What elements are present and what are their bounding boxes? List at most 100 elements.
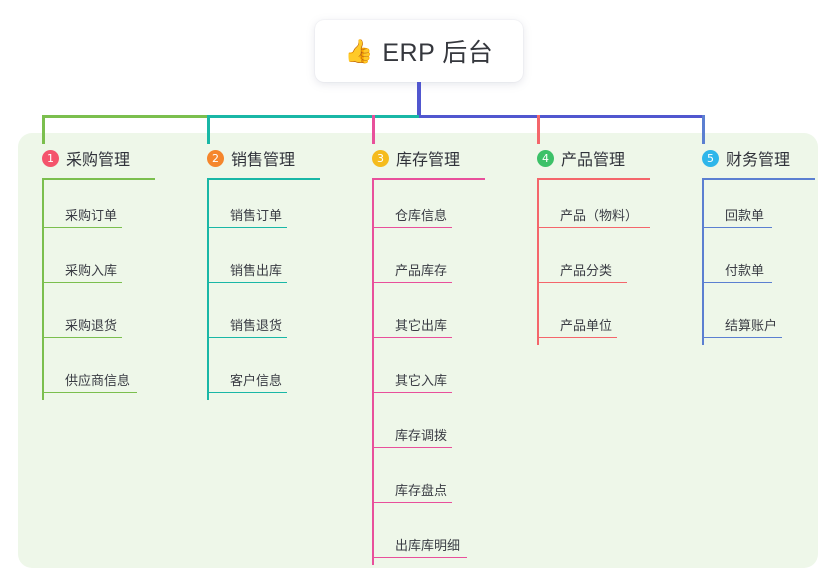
branch-rule-5 bbox=[702, 178, 815, 180]
branch-items-2: 销售订单销售出库销售退货客户信息 bbox=[207, 180, 320, 400]
branch-item-rule bbox=[42, 336, 122, 338]
branch-item-label: 其它出库 bbox=[395, 318, 448, 333]
branch-item-rule bbox=[372, 446, 452, 448]
branch-item-label: 采购退货 bbox=[65, 318, 118, 333]
branch-header-2[interactable]: 2 销售管理 bbox=[207, 146, 320, 170]
branch-item-rule bbox=[537, 281, 627, 283]
branch-item-rule bbox=[372, 336, 452, 338]
branch-item-label: 付款单 bbox=[725, 263, 765, 278]
branch-item-rule bbox=[372, 556, 467, 558]
branch-item[interactable]: 其它出库 bbox=[372, 290, 485, 345]
column-stem-4 bbox=[537, 115, 540, 144]
branch-item-rule bbox=[372, 501, 452, 503]
branch-item-label: 采购订单 bbox=[65, 208, 118, 223]
branch-item-rule bbox=[207, 226, 287, 228]
branch-item[interactable]: 供应商信息 bbox=[42, 345, 155, 400]
branch-item[interactable]: 销售出库 bbox=[207, 235, 320, 290]
branch-item-label: 产品库存 bbox=[395, 263, 448, 278]
branch-item[interactable]: 库存调拨 bbox=[372, 400, 485, 455]
branch-header-1[interactable]: 1 采购管理 bbox=[42, 146, 155, 170]
branch-spine-4 bbox=[537, 180, 539, 345]
branch-item-rule bbox=[372, 281, 452, 283]
branch-item-rule bbox=[42, 281, 122, 283]
branch-item-label: 仓库信息 bbox=[395, 208, 448, 223]
branch-item[interactable]: 库存盘点 bbox=[372, 455, 485, 510]
branch-item[interactable]: 客户信息 bbox=[207, 345, 320, 400]
branch-badge-4: 4 bbox=[537, 149, 554, 167]
branch-column-5: 5 财务管理回款单付款单结算账户 bbox=[702, 146, 815, 345]
branch-item[interactable]: 产品库存 bbox=[372, 235, 485, 290]
branch-item[interactable]: 销售退货 bbox=[207, 290, 320, 345]
branch-item[interactable]: 采购订单 bbox=[42, 180, 155, 235]
branch-header-3[interactable]: 3 库存管理 bbox=[372, 146, 485, 170]
branch-item[interactable]: 出库库明细 bbox=[372, 510, 485, 565]
branch-title-1: 采购管理 bbox=[66, 152, 131, 169]
branch-column-2: 2 销售管理销售订单销售出库销售退货客户信息 bbox=[207, 146, 320, 400]
branch-badge-5: 5 bbox=[702, 149, 719, 167]
bus-segment-right bbox=[419, 115, 704, 118]
branch-spine-2 bbox=[207, 180, 209, 400]
branch-column-3: 3 库存管理仓库信息产品库存其它出库其它入库库存调拨库存盘点出库库明细 bbox=[372, 146, 485, 565]
branch-header-4[interactable]: 4 产品管理 bbox=[537, 146, 650, 170]
branch-item-rule bbox=[207, 281, 287, 283]
branch-item-rule bbox=[702, 281, 772, 283]
column-stem-2 bbox=[207, 115, 210, 144]
branch-badge-2: 2 bbox=[207, 149, 224, 167]
branch-header-5[interactable]: 5 财务管理 bbox=[702, 146, 815, 170]
column-stem-3 bbox=[372, 115, 375, 144]
branch-badge-1: 1 bbox=[42, 149, 59, 167]
branch-item[interactable]: 其它入库 bbox=[372, 345, 485, 400]
branch-item[interactable]: 仓库信息 bbox=[372, 180, 485, 235]
branch-rule-2 bbox=[207, 178, 320, 180]
branch-items-3: 仓库信息产品库存其它出库其它入库库存调拨库存盘点出库库明细 bbox=[372, 180, 485, 565]
branch-item-rule bbox=[372, 226, 452, 228]
root-node-content: 👍 ERP 后台 bbox=[345, 33, 494, 69]
root-node-title: ERP 后台 bbox=[382, 39, 494, 67]
branch-item-label: 库存调拨 bbox=[395, 428, 448, 443]
branch-badge-3: 3 bbox=[372, 149, 389, 167]
branch-item-rule bbox=[42, 226, 122, 228]
branch-title-5: 财务管理 bbox=[726, 152, 791, 169]
branch-item-label: 销售退货 bbox=[230, 318, 283, 333]
branch-item-label: 销售订单 bbox=[230, 208, 283, 223]
root-stem bbox=[417, 82, 421, 117]
branch-item[interactable]: 产品单位 bbox=[537, 290, 650, 345]
branch-items-5: 回款单付款单结算账户 bbox=[702, 180, 815, 345]
root-node[interactable]: 👍 ERP 后台 bbox=[315, 20, 523, 82]
branch-title-3: 库存管理 bbox=[396, 152, 461, 169]
branches-panel bbox=[18, 133, 818, 568]
branch-item-label: 出库库明细 bbox=[395, 538, 461, 553]
branch-rule-3 bbox=[372, 178, 485, 180]
branch-item[interactable]: 采购退货 bbox=[42, 290, 155, 345]
column-stem-5 bbox=[702, 115, 705, 144]
branch-item-rule bbox=[702, 226, 772, 228]
branch-item[interactable]: 产品（物料） bbox=[537, 180, 650, 235]
branch-title-4: 产品管理 bbox=[561, 152, 626, 169]
branch-title-2: 销售管理 bbox=[231, 152, 296, 169]
branch-item[interactable]: 产品分类 bbox=[537, 235, 650, 290]
branch-items-4: 产品（物料） 产品分类产品单位 bbox=[537, 180, 650, 345]
branch-item-label: 结算账户 bbox=[725, 318, 778, 333]
branch-item[interactable]: 销售订单 bbox=[207, 180, 320, 235]
branch-item-rule bbox=[702, 336, 782, 338]
branch-item-label: 产品分类 bbox=[560, 263, 613, 278]
branch-item-label: 采购入库 bbox=[65, 263, 118, 278]
branch-item-rule bbox=[372, 391, 452, 393]
branch-items-1: 采购订单采购入库采购退货供应商信息 bbox=[42, 180, 155, 400]
branch-item-rule bbox=[207, 336, 287, 338]
branch-item[interactable]: 回款单 bbox=[702, 180, 815, 235]
branch-item-rule bbox=[42, 391, 137, 393]
branch-item[interactable]: 采购入库 bbox=[42, 235, 155, 290]
branch-column-1: 1 采购管理采购订单采购入库采购退货供应商信息 bbox=[42, 146, 155, 400]
branch-item-label: 库存盘点 bbox=[395, 483, 448, 498]
branch-item-label: 回款单 bbox=[725, 208, 765, 223]
thumbs-up-icon: 👍 bbox=[344, 37, 374, 64]
branch-rule-1 bbox=[42, 178, 155, 180]
branch-item-rule bbox=[537, 336, 617, 338]
branch-item[interactable]: 付款单 bbox=[702, 235, 815, 290]
branch-item[interactable]: 结算账户 bbox=[702, 290, 815, 345]
branch-rule-4 bbox=[537, 178, 650, 180]
branch-column-4: 4 产品管理产品（物料） 产品分类产品单位 bbox=[537, 146, 650, 345]
branch-spine-3 bbox=[372, 180, 374, 565]
